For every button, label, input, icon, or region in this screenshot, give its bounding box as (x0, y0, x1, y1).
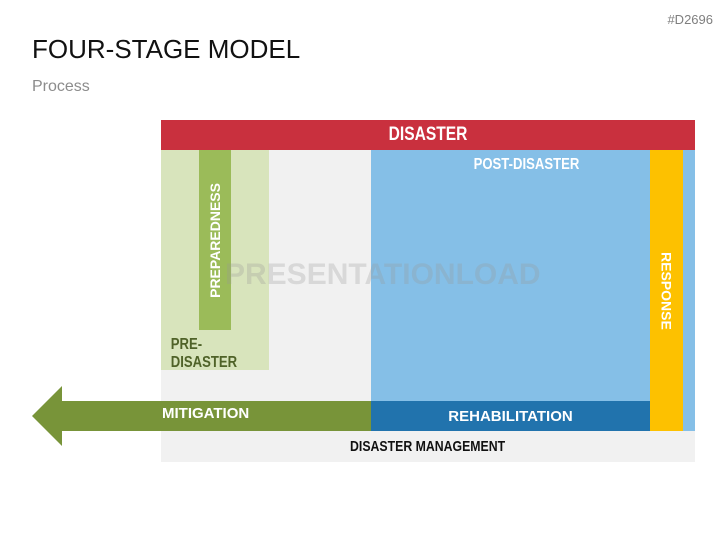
disaster-label: DISASTER (388, 124, 468, 145)
blue-strip (683, 150, 695, 431)
post-disaster-panel: POST-DISASTER (371, 150, 695, 401)
rehabilitation-bar: REHABILITATION (371, 401, 650, 431)
preparedness-label: PREPAREDNESS (207, 182, 223, 298)
post-disaster-label: POST-DISASTER (473, 156, 579, 173)
rehabilitation-label: REHABILITATION (448, 407, 573, 425)
preparedness-bar: PREPAREDNESS (199, 150, 231, 330)
disaster-bar: DISASTER (161, 120, 695, 150)
slide-title: FOUR-STAGE MODEL (32, 34, 301, 64)
response-bar: RESPONSE (650, 150, 683, 431)
response-label: RESPONSE (658, 251, 675, 330)
slide-code: #D2696 (667, 12, 713, 27)
disaster-management-bar: DISASTER MANAGEMENT (161, 431, 695, 462)
pre-disaster-label: PRE-DISASTER (170, 336, 238, 371)
disaster-management-label: DISASTER MANAGEMENT (350, 438, 506, 455)
mitigation-label: MITIGATION (162, 405, 250, 422)
slide-subtitle: Process (32, 78, 90, 95)
